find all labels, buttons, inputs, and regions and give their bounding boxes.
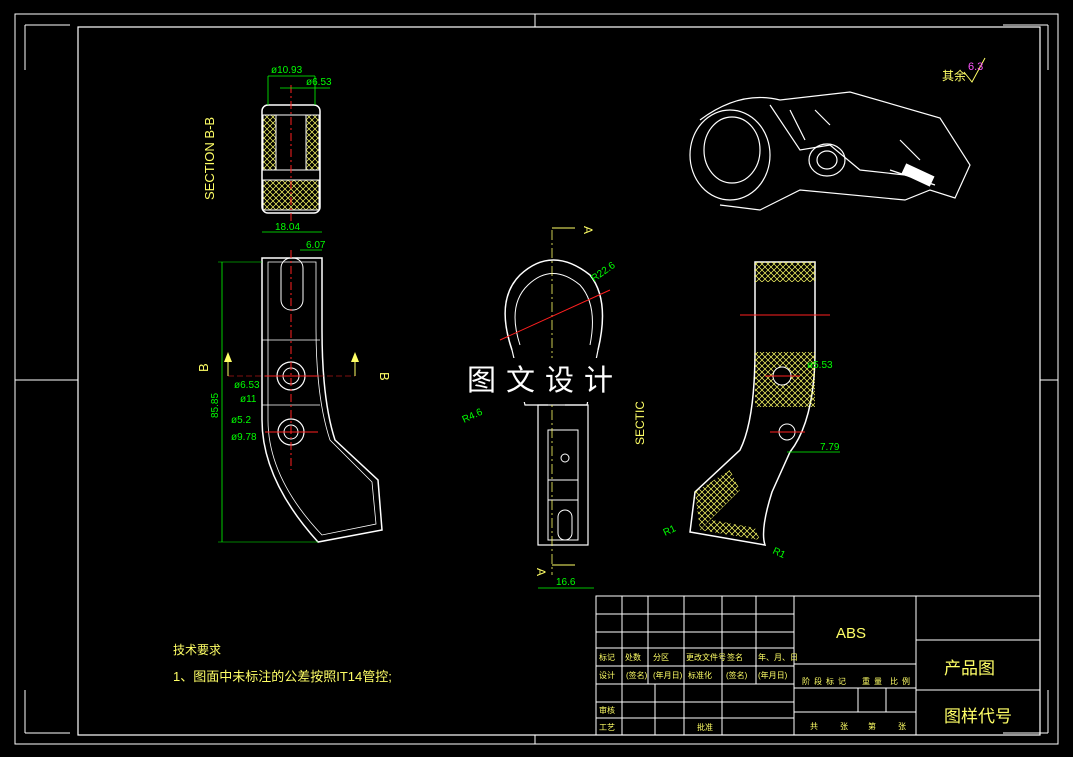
standardization-label: 标准化 <box>688 670 712 680</box>
front-view: B B 85.85 ø6.53 ø11 ø5.2 ø9.78 <box>196 250 392 543</box>
sheet-total-label: 共 <box>810 722 818 731</box>
tech-requirements: 技术要求 1、图面中未标注的公差按照IT14管控; <box>173 643 392 684</box>
sheet-current-label: 第 <box>868 721 876 731</box>
product-name: 产品图 <box>944 659 995 678</box>
section-label-partial: SECTIC <box>633 401 647 445</box>
section-b-b-view: SECTION B-B ø10.93 ø6.53 18.04 6.07 <box>202 65 332 251</box>
dim-6-07: 6.07 <box>306 240 326 251</box>
dim-r1-right: R1 <box>771 546 788 562</box>
scale-label: 比例 <box>890 676 914 686</box>
view-marker-b-right: B <box>377 372 392 381</box>
tech-requirements-item: 1、图面中未标注的公差按照IT14管控; <box>173 669 392 684</box>
dim-r1-left: R1 <box>662 523 679 539</box>
sheet-current-unit: 张 <box>898 722 906 731</box>
view-marker-a-bottom: A <box>534 568 548 576</box>
view-marker-b-left: B <box>196 363 211 372</box>
design-sign: (签名) <box>626 670 648 680</box>
section-view: ø5.53 7.79 R1 R1 <box>662 261 840 562</box>
dim-18-04: 18.04 <box>275 222 300 233</box>
sheet-frame <box>14 13 1059 745</box>
surface-finish-note: 其余 6.3 <box>942 57 986 83</box>
weight-label: 重量 <box>862 676 886 686</box>
header-zone: 分区 <box>653 653 669 662</box>
title-block: ABS 产品图 图样代号 标记 处数 分区 更改文件号 签名 年、月、日 设计 … <box>595 595 1041 736</box>
stage-mark-label: 阶段标记 <box>802 676 850 686</box>
isometric-view <box>689 91 971 211</box>
design-label: 设计 <box>599 670 615 680</box>
header-mark: 标记 <box>599 652 615 662</box>
dim-diameter-6-53-top: ø6.53 <box>306 77 332 88</box>
dim-diameter-6-53-front: ø6.53 <box>234 380 260 391</box>
header-count: 处数 <box>625 652 641 662</box>
drawing-code: 图样代号 <box>944 707 1012 726</box>
sheet-total-unit: 张 <box>840 722 848 731</box>
dim-r4-6: R4.6 <box>461 407 485 426</box>
dim-85-85: 85.85 <box>210 393 221 418</box>
design-date: (年月日) <box>653 670 683 680</box>
surface-finish-value: 6.3 <box>968 61 983 73</box>
approve-label: 批准 <box>697 722 713 732</box>
dim-diameter-5-53: ø5.53 <box>807 360 833 371</box>
dim-diameter-9-78: ø9.78 <box>231 432 257 443</box>
view-marker-a-top: A <box>581 226 595 234</box>
dim-diameter-5-2: ø5.2 <box>231 415 251 426</box>
header-date: 年、月、日 <box>758 652 798 662</box>
dim-7-79: 7.79 <box>820 442 840 453</box>
header-sign: 签名 <box>727 652 743 662</box>
header-change-doc: 更改文件号 <box>686 652 726 662</box>
material-label: ABS <box>836 625 866 642</box>
dim-16-6: 16.6 <box>556 577 576 588</box>
process-label: 工艺 <box>599 723 615 732</box>
side-view: A A R22.6 R4.6 16.6 SECTIC <box>461 226 647 589</box>
dim-diameter-11: ø11 <box>240 394 257 405</box>
tech-requirements-heading: 技术要求 <box>173 643 221 657</box>
dim-diameter-10-93: ø10.93 <box>271 65 303 76</box>
watermark-text: 图文设计 <box>450 358 640 402</box>
section-b-b-label: SECTION B-B <box>202 117 217 200</box>
review-label: 审核 <box>599 705 615 715</box>
standardization-sign: (签名) <box>726 670 748 680</box>
dim-r22-6: R22.6 <box>589 260 618 285</box>
standardization-date: (年月日) <box>758 670 788 680</box>
surface-finish-label: 其余 <box>942 68 966 83</box>
